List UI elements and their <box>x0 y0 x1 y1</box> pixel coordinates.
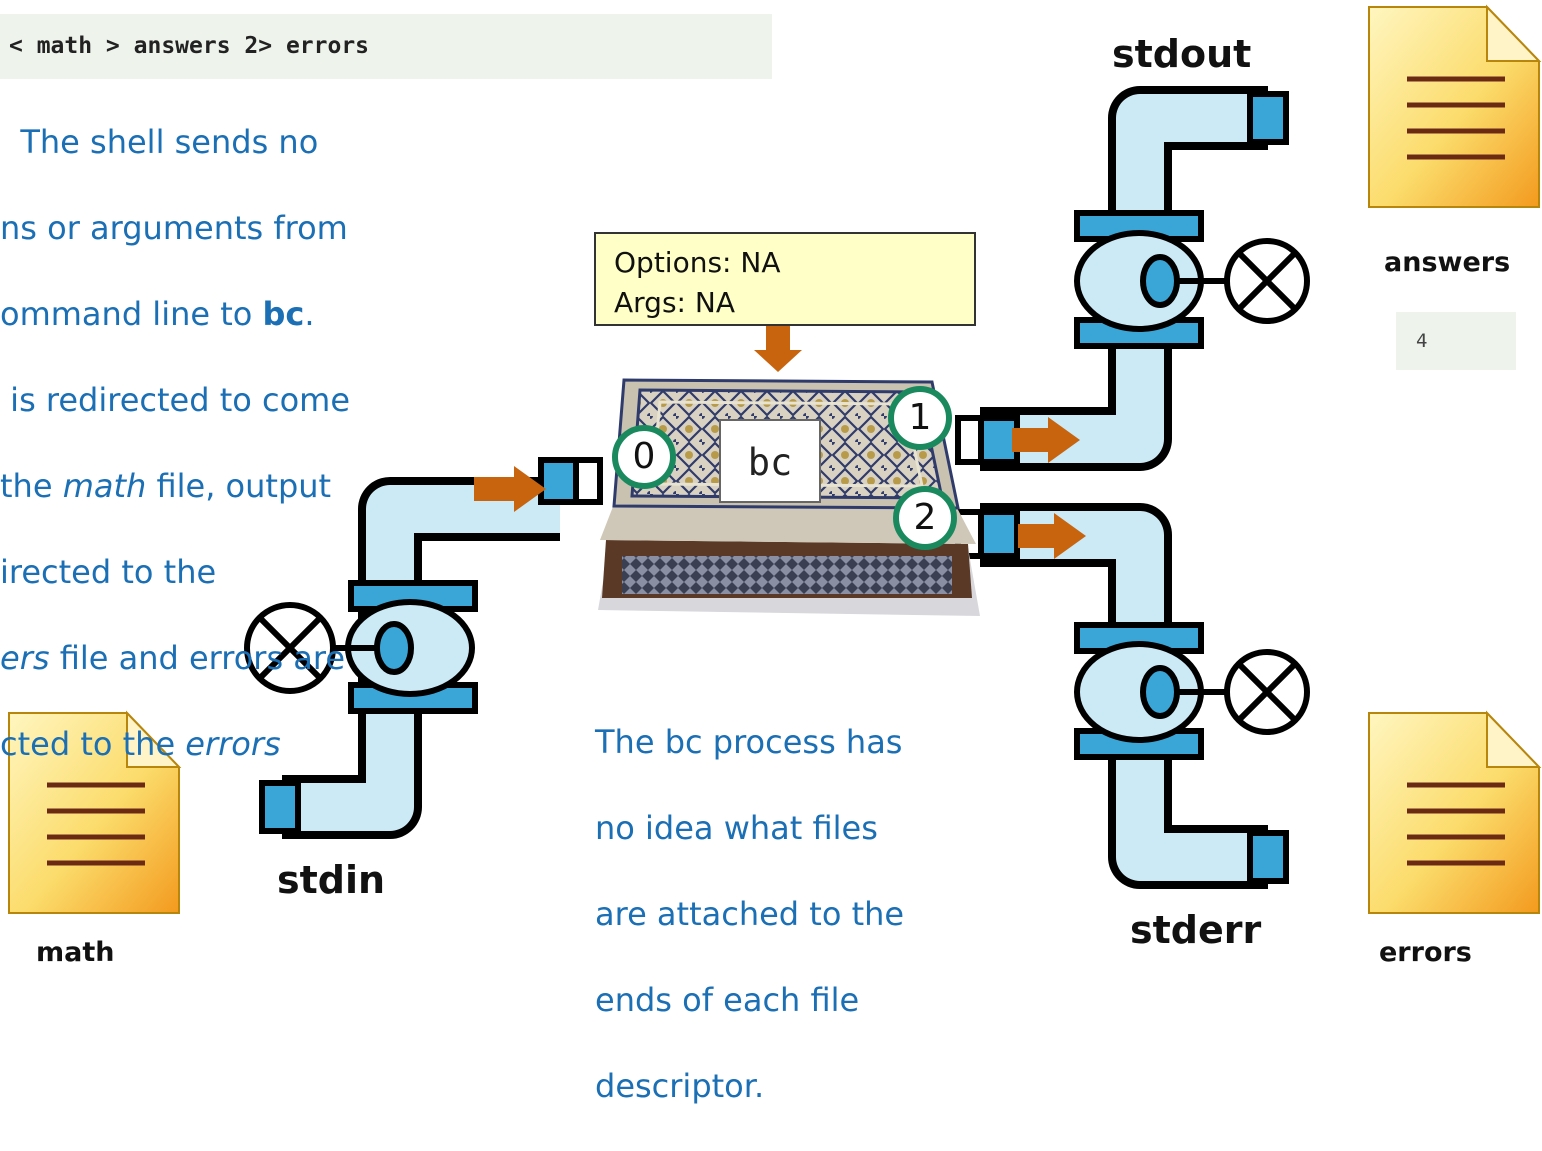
description-line: ommand line to bc. <box>0 295 315 333</box>
stderr-flange <box>978 509 1020 559</box>
description-text: The shell sends no ns or arguments from … <box>0 78 350 809</box>
stdout-arrow-icon <box>1012 417 1080 463</box>
options-arrow-icon <box>754 326 802 372</box>
stdin-label: stdin <box>277 858 386 902</box>
stdin-pipe-cap <box>259 780 301 834</box>
stdout-pipe <box>955 86 1310 471</box>
answers-content: 4 <box>1416 330 1428 352</box>
stdin-arrow-icon <box>474 466 546 512</box>
stderr-arrow-icon <box>1018 513 1086 559</box>
options-box: Options: NA Args: NA <box>594 232 976 326</box>
description-line: is redirected to come <box>0 381 351 419</box>
process-note: The bc process has no idea what files ar… <box>595 678 904 1151</box>
fd-1-badge: 1 <box>888 386 952 450</box>
description-line: irected to the <box>0 553 217 591</box>
command-line: < math > answers 2> errors <box>0 14 772 79</box>
stdin-valve-icon <box>244 602 336 694</box>
stderr-label: stderr <box>1130 908 1262 952</box>
note-line: descriptor. <box>595 1067 765 1105</box>
process-name: bc <box>719 419 821 503</box>
args-text: Args: NA <box>614 286 735 319</box>
stdout-label: stdout <box>1112 32 1252 76</box>
math-file-label: math <box>36 937 115 968</box>
stdout-flange <box>978 415 1020 465</box>
answers-file-label: answers <box>1384 247 1511 278</box>
errors-document-icon <box>1366 710 1542 916</box>
stdin-flange-a <box>538 457 580 505</box>
stderr-pipe <box>955 503 1310 889</box>
note-line: The bc process has <box>595 723 903 761</box>
pipeline-diagram: < math > answers 2> errors The shell sen… <box>0 0 1542 1105</box>
errors-file-label: errors <box>1379 937 1472 968</box>
stdin-pipe <box>244 457 603 839</box>
answers-content-box: 4 <box>1396 312 1516 370</box>
flow-arrows <box>474 326 1086 559</box>
note-line: no idea what files <box>595 809 878 847</box>
description-line: ns or arguments from <box>0 209 348 247</box>
diagram-graphics <box>244 86 1310 889</box>
fd-0-badge: 0 <box>612 425 676 489</box>
stderr-valve-icon <box>1224 649 1310 735</box>
command-text: < math > answers 2> errors <box>9 33 370 59</box>
fd-2-badge: 2 <box>893 486 957 550</box>
description-line: the math file, output <box>0 467 332 505</box>
options-text: Options: NA <box>614 246 781 279</box>
description-line: The shell sends no <box>0 123 319 161</box>
note-line: ends of each file <box>595 981 860 1019</box>
stderr-pipe-cap <box>1247 830 1289 884</box>
note-line: are attached to the <box>595 895 905 933</box>
stdout-pipe-cap <box>1247 91 1289 145</box>
stdout-valve-icon <box>1224 238 1310 324</box>
description-line: cted to the errors <box>0 725 281 763</box>
answers-document-icon <box>1366 4 1542 210</box>
description-line: ers file and errors are <box>0 639 346 677</box>
process-box <box>598 378 980 616</box>
